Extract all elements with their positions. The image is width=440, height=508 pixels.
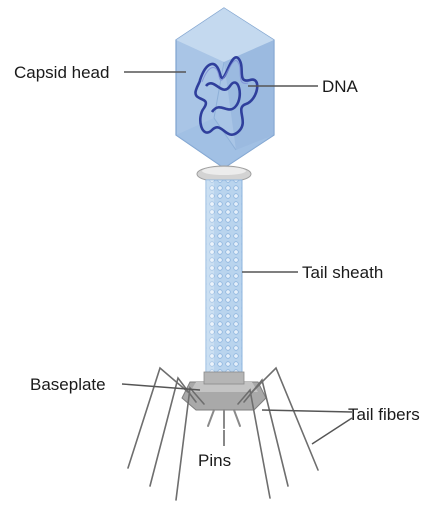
tail-fibers-leader — [262, 410, 352, 412]
capsid-head — [176, 8, 274, 168]
tail-sheath-label: Tail sheath — [302, 263, 383, 282]
tail-fibers-label: Tail fibers — [348, 405, 420, 424]
dna-label: DNA — [322, 77, 359, 96]
tail-fibers-leader-2 — [312, 418, 352, 444]
capsid-head-label: Capsid head — [14, 63, 109, 82]
pins — [208, 410, 240, 428]
baseplate-label: Baseplate — [30, 375, 106, 394]
pins-label: Pins — [198, 451, 231, 470]
